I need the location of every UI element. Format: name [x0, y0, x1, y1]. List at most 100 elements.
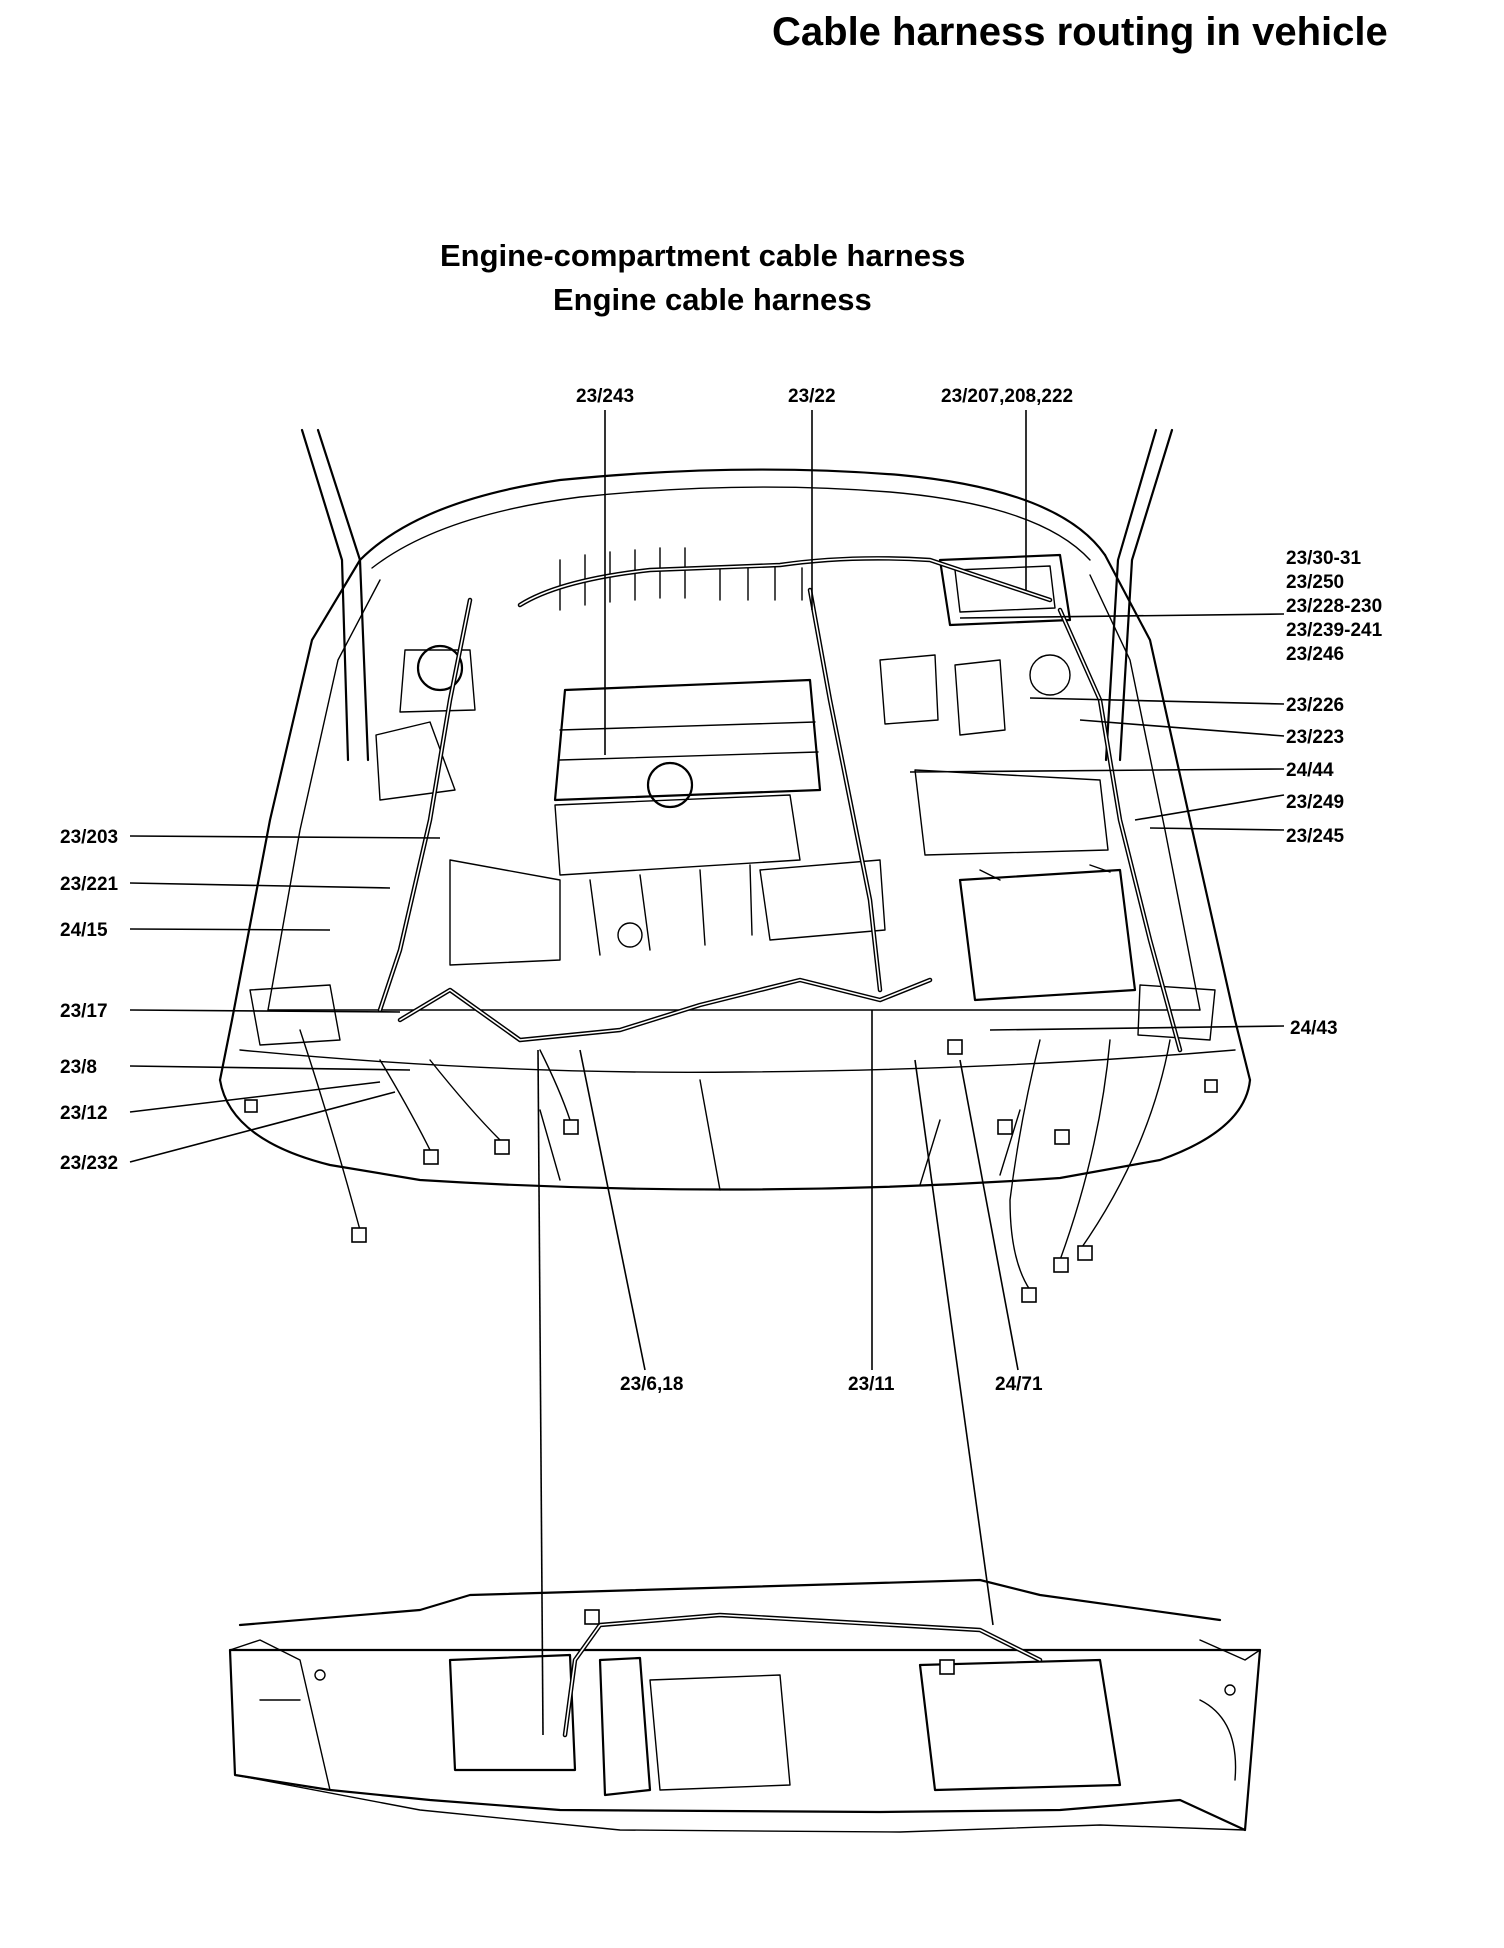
dashboard-drawing	[228, 1578, 1262, 1833]
hood-inner-outline	[371, 486, 1091, 569]
callout-labels: 23/243 23/22 23/207,208,222 23/30-31 23/…	[60, 386, 1383, 1395]
left-fender-inner	[267, 579, 381, 1011]
leader-23-226	[1029, 697, 1285, 705]
callout-top-1: 23/243	[576, 386, 634, 407]
callout-top-3: 23/207,208,222	[941, 386, 1073, 407]
front-bumper	[218, 1078, 1252, 1191]
harness-center-drop-inner	[809, 589, 881, 991]
connector-10	[947, 1039, 963, 1055]
battery-top	[979, 864, 1111, 881]
left-hood-strut	[300, 428, 370, 762]
diagram-subtitle-engine-compartment: Engine-compartment cable harness	[440, 238, 966, 273]
callout-bottom-1: 23/6,18	[620, 1374, 683, 1395]
dash-lower-edge	[234, 1774, 1246, 1833]
engine-lower-block	[449, 859, 886, 966]
leader-23-8	[129, 1065, 411, 1071]
callout-left-1: 23/203	[60, 827, 118, 848]
grille-left	[539, 1079, 721, 1191]
dash-mount-hole-right	[1224, 1684, 1236, 1696]
left-reservoir	[399, 649, 476, 713]
callout-right-10: 23/245	[1286, 826, 1345, 847]
callout-bottom-3: 24/71	[995, 1374, 1043, 1395]
callout-left-2: 23/221	[60, 874, 119, 895]
right-hood-strut	[1104, 428, 1174, 762]
branch-center-1	[539, 1049, 571, 1121]
right-fender	[1103, 553, 1252, 1082]
branch-right-3	[1079, 1039, 1171, 1251]
leader-23-223	[1079, 719, 1285, 737]
brake-master-cylinder	[879, 654, 939, 725]
callout-left-7: 23/232	[60, 1153, 118, 1174]
connector-8	[997, 1119, 1013, 1135]
dash-outline	[228, 1648, 1262, 1832]
leader-lines	[129, 410, 1285, 1736]
hood-outline	[358, 468, 1107, 562]
callout-left-5: 23/8	[60, 1057, 97, 1078]
battery	[958, 868, 1137, 1002]
dash-top-edge	[238, 1578, 1222, 1627]
oil-filler-cap	[646, 761, 694, 809]
connector-5	[1021, 1287, 1037, 1303]
bumper-inner-line	[239, 1049, 1236, 1074]
dash-harness	[562, 1612, 1043, 1738]
valve-cover-ribs	[559, 721, 819, 761]
dash-instrument-cluster	[448, 1653, 577, 1772]
right-headlamp	[1137, 984, 1216, 1041]
branch-left-2	[379, 1059, 431, 1151]
intake-manifold	[554, 794, 801, 956]
callout-left-6: 23/12	[60, 1103, 108, 1124]
callout-right-2: 23/250	[1286, 572, 1344, 593]
connector-7	[1077, 1245, 1093, 1261]
connector-9	[1054, 1129, 1070, 1145]
left-headlamp	[249, 984, 341, 1046]
callout-right-7: 23/223	[1286, 727, 1344, 748]
dash-connector-1	[584, 1609, 600, 1625]
connector-4	[563, 1119, 579, 1135]
dash-connector-2	[939, 1659, 955, 1675]
connector-3	[494, 1139, 510, 1155]
leader-23-232	[129, 1091, 396, 1163]
harness-top-loop	[517, 556, 1053, 608]
dash-left-end	[229, 1639, 331, 1791]
dash-center-panel	[649, 1674, 791, 1791]
callout-right-1: 23/30-31	[1286, 548, 1361, 569]
harness-top-loop-inner	[519, 557, 1051, 606]
callout-right-8: 24/44	[1286, 760, 1334, 781]
harness-right-trunk-inner	[1059, 609, 1181, 1051]
right-reservoir-cap	[1029, 654, 1071, 696]
engine-pulley	[617, 922, 643, 948]
branch-right-1	[1009, 1039, 1041, 1291]
connector-12	[244, 1099, 258, 1113]
air-filter-box	[938, 553, 1072, 627]
callout-right-11: 24/43	[1290, 1018, 1338, 1039]
air-filter-lid	[954, 565, 1056, 613]
harness-left-trunk	[377, 597, 473, 1013]
leader-23-203	[129, 835, 441, 839]
callout-right-3: 23/228-230	[1286, 596, 1382, 617]
leader-23-12	[129, 1081, 381, 1113]
callout-right-4: 23/239-241	[1286, 620, 1383, 641]
left-fender	[218, 558, 362, 1082]
callout-left-4: 23/17	[60, 1001, 108, 1022]
dash-mount-hole-left	[314, 1669, 326, 1681]
branch-left-1	[299, 1029, 361, 1231]
leader-23-17	[129, 1009, 401, 1013]
route-line-to-dash-right	[914, 1059, 994, 1626]
callout-top-2: 23/22	[788, 386, 836, 407]
leader-23-30-31-group	[959, 613, 1285, 619]
leader-24-71	[959, 1059, 1019, 1371]
air-intake-duct	[914, 769, 1109, 856]
dash-right-end	[1199, 1639, 1261, 1781]
valve-cover	[553, 678, 822, 802]
callout-right-9: 23/249	[1286, 792, 1344, 813]
dash-glovebox	[918, 1658, 1122, 1792]
left-reservoir-cap	[416, 644, 464, 692]
route-line-to-dash-left	[537, 1049, 544, 1736]
harness-routes	[244, 556, 1218, 1303]
callout-bottom-2: 23/11	[848, 1374, 895, 1395]
connector-6	[1053, 1257, 1069, 1273]
leader-24-15	[129, 928, 331, 931]
grille-right	[919, 1109, 1021, 1186]
leader-24-44	[909, 768, 1285, 773]
